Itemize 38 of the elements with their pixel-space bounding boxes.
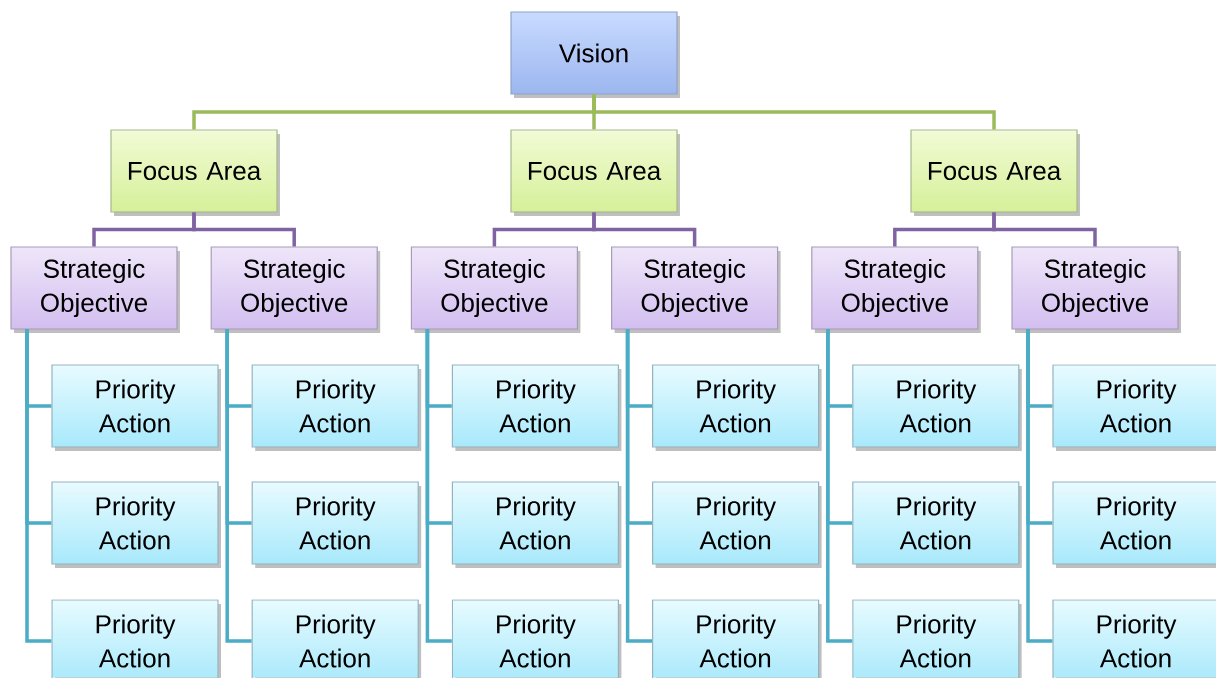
org-chart-box: Strategic Objective xyxy=(10,246,180,333)
org-chart-box: Strategic Objective xyxy=(611,246,781,333)
org-chart-box: Priority Action xyxy=(251,364,422,451)
org-chart-box: Priority Action xyxy=(51,364,221,451)
org-chart-box: Priority Action xyxy=(852,599,1022,678)
org-chart-box: Focus Area xyxy=(510,129,680,216)
connector-line xyxy=(592,94,996,130)
org-chart-box: Priority Action xyxy=(652,481,822,568)
org-chart-box: Strategic Objective xyxy=(811,246,981,333)
org-chart-box: Priority Action xyxy=(1052,364,1216,451)
org-chart-box: Priority Action xyxy=(852,481,1022,568)
org-chart-box: Priority Action xyxy=(652,599,822,678)
connector-line xyxy=(192,212,296,247)
org-chart-box: Priority Action xyxy=(51,599,221,678)
org-chart-box: Vision xyxy=(510,11,680,98)
org-chart-box: Priority Action xyxy=(251,481,422,568)
org-chart-box: Focus Area xyxy=(910,129,1080,216)
connector-line xyxy=(625,329,652,643)
org-chart-box: Priority Action xyxy=(451,481,622,568)
org-chart-box: Priority Action xyxy=(51,481,221,568)
connector-line xyxy=(826,329,853,643)
org-chart-box: Focus Area xyxy=(110,129,280,216)
org-chart-box: Priority Action xyxy=(251,599,422,678)
org-chart-box: Priority Action xyxy=(1052,599,1216,678)
org-chart-box: Priority Action xyxy=(1052,481,1216,568)
connector-line xyxy=(225,329,252,643)
connector-line xyxy=(425,329,452,643)
org-chart-box: Priority Action xyxy=(852,364,1022,451)
org-chart-box: Priority Action xyxy=(652,364,822,451)
connector-line xyxy=(592,212,697,247)
org-chart-box: Priority Action xyxy=(451,599,622,678)
org-chart-box: Strategic Objective xyxy=(410,246,581,333)
org-chart-box: Priority Action xyxy=(451,364,622,451)
connector-line xyxy=(992,212,1097,247)
connector-line xyxy=(1026,329,1053,643)
org-chart-box: Strategic Objective xyxy=(1011,246,1181,333)
connector-line xyxy=(25,329,52,643)
org-chart-box: Strategic Objective xyxy=(210,246,381,333)
